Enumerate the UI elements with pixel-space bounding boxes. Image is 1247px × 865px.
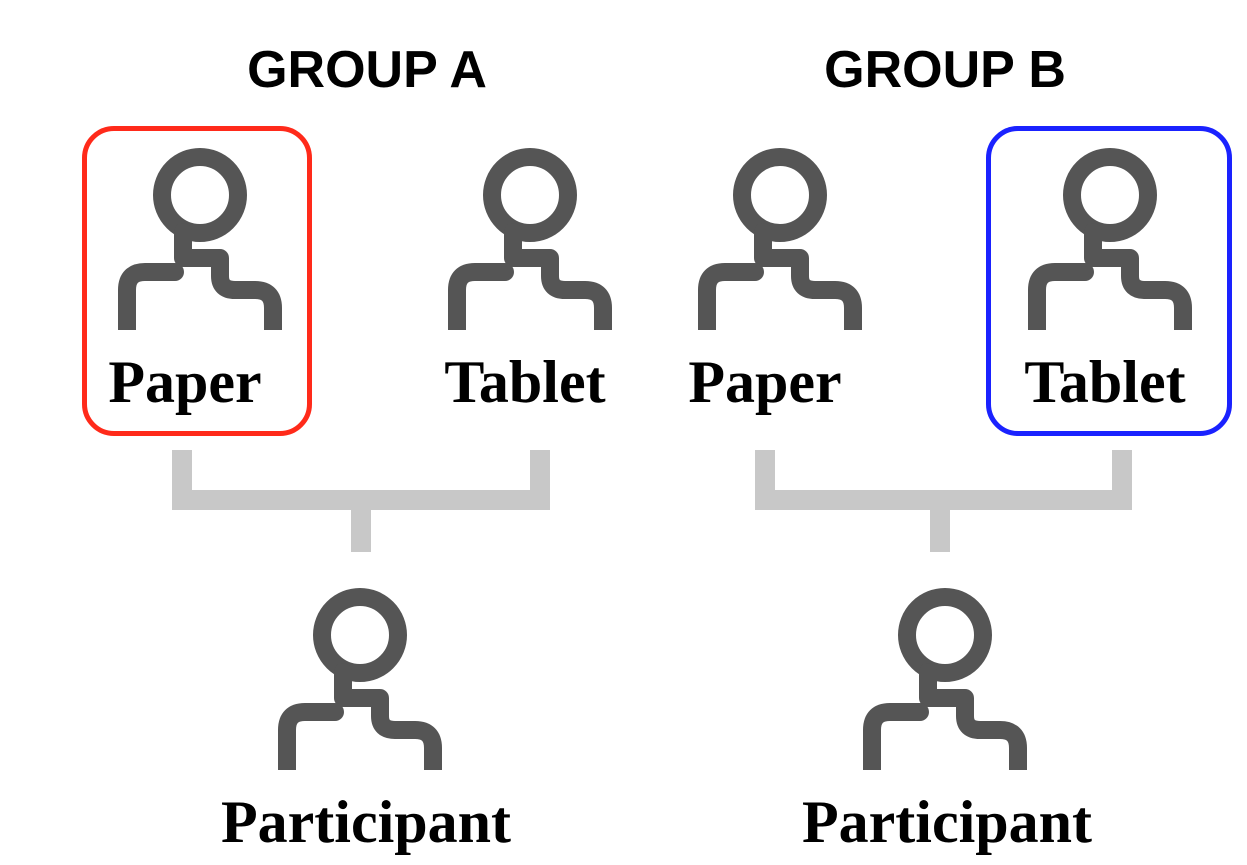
group-b-connector (755, 450, 1132, 552)
group-b-device-label-tablet: Tablet (1024, 349, 1186, 415)
group-a-participant-label: Participant (221, 789, 511, 855)
person-icon (850, 580, 1040, 770)
person-icon (435, 140, 625, 330)
person-icon (105, 140, 295, 330)
group-b-tablet-highlight (986, 126, 1232, 436)
group-a-device-label-paper: Paper (108, 349, 262, 415)
person-icon (1015, 140, 1205, 330)
person-icon (685, 140, 875, 330)
person-icon (265, 580, 455, 770)
group-b-participant-label: Participant (802, 789, 1092, 855)
group-b-device-label-paper: Paper (688, 349, 842, 415)
group-a-heading: GROUP A (247, 41, 487, 99)
group-a-connector (172, 450, 550, 552)
group-b-heading: GROUP B (824, 41, 1066, 99)
group-a-paper-highlight (82, 126, 312, 436)
group-a-device-label-tablet: Tablet (444, 349, 606, 415)
